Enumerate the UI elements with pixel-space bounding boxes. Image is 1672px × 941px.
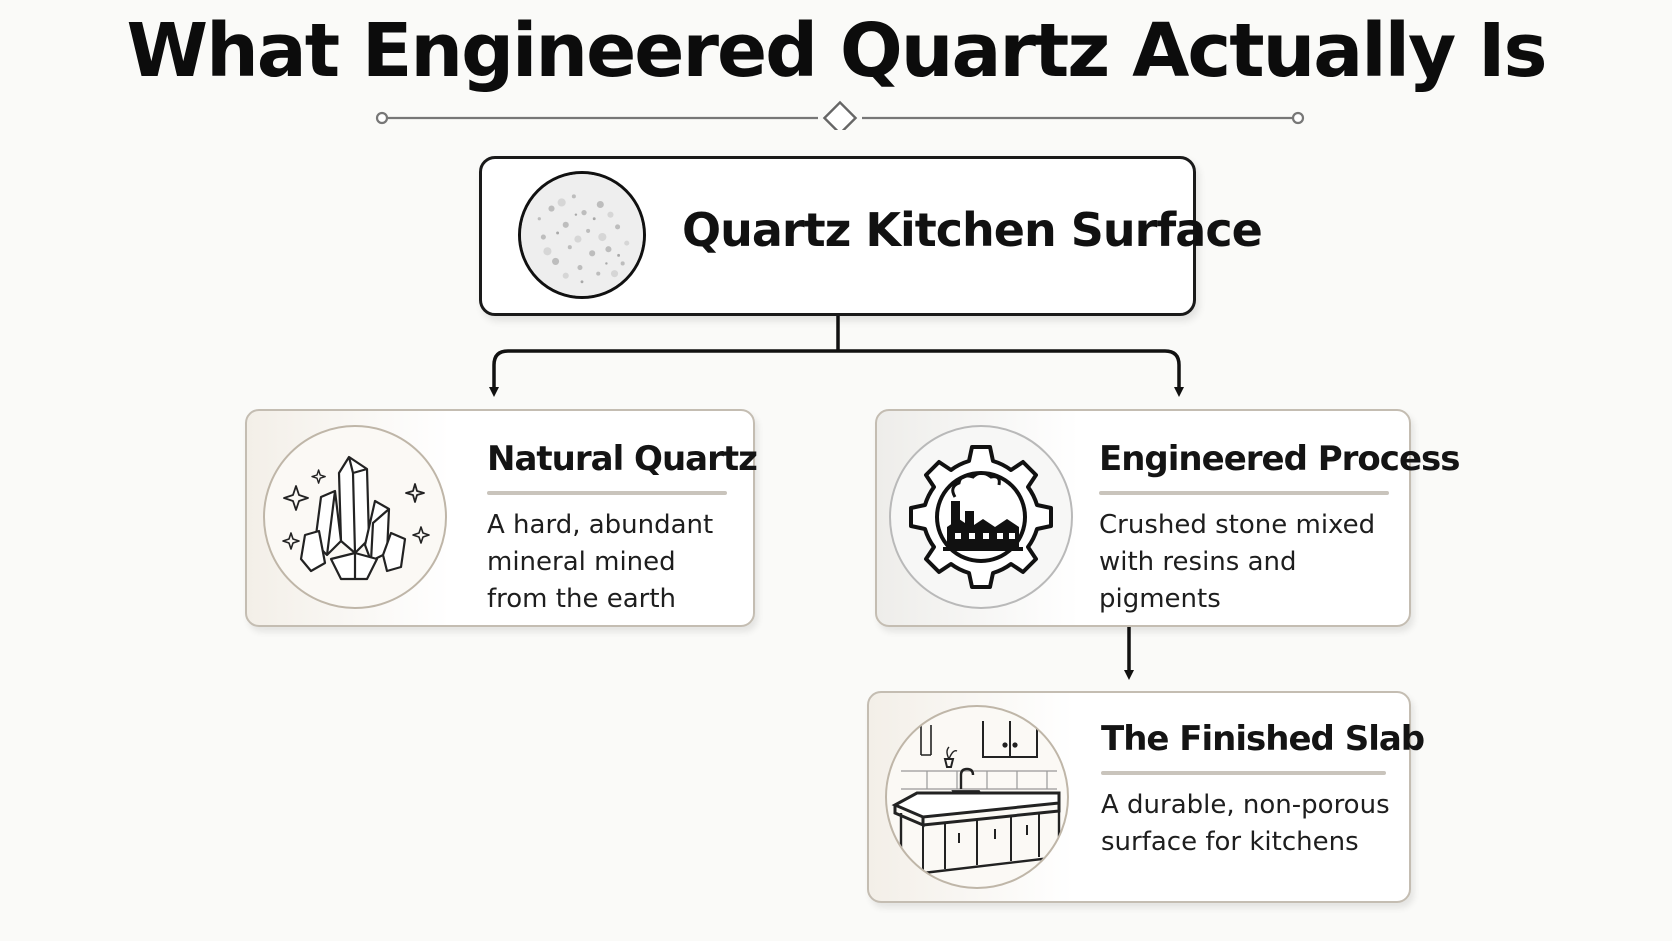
natural-quartz-desc-line: A hard, abundant [487,510,714,540]
natural-quartz-title: Natural Quartz [487,439,758,479]
finished-slab-desc-line: surface for kitchens [1101,827,1359,857]
kitchen-counter-icon [885,705,1069,889]
connector-branch-left [489,349,838,397]
natural-quartz-rule [487,491,727,495]
connector-branch-right [838,349,1184,397]
page-title: What Engineered Quartz Actually Is [126,8,1547,94]
natural-quartz-card[interactable]: Natural Quartz A hard, abundant mineral … [245,409,758,627]
finished-slab-title: The Finished Slab [1101,719,1425,759]
natural-quartz-desc-line: mineral mined [487,547,676,577]
factory-gear-icon [889,425,1073,609]
finished-slab-rule [1101,771,1386,775]
finished-slab-card[interactable]: The Finished Slab A durable, non-porous … [867,691,1425,903]
engineered-process-desc-line: Crushed stone mixed [1099,510,1376,540]
natural-quartz-desc-line: from the earth [487,584,676,614]
engineered-process-card[interactable]: Engineered Process Crushed stone mixed w… [875,409,1460,627]
finished-slab-desc: A durable, non-porous surface for kitche… [1101,787,1390,861]
title-divider [375,100,1305,130]
engineered-process-desc-line: with resins and [1099,547,1297,577]
engineered-process-desc: Crushed stone mixed with resins and pigm… [1099,507,1375,618]
crystal-cluster-icon [263,425,447,609]
finished-slab-desc-line: A durable, non-porous [1101,790,1390,820]
natural-quartz-desc: A hard, abundant mineral mined from the … [487,507,713,618]
engineered-process-rule [1099,491,1389,495]
engineered-process-title: Engineered Process [1099,439,1460,479]
top-node-card[interactable]: Quartz Kitchen Surface [479,156,1263,316]
engineered-process-desc-line: pigments [1099,584,1221,614]
speckled-quartz-disc-icon [518,171,646,299]
top-node-label: Quartz Kitchen Surface [682,203,1263,257]
